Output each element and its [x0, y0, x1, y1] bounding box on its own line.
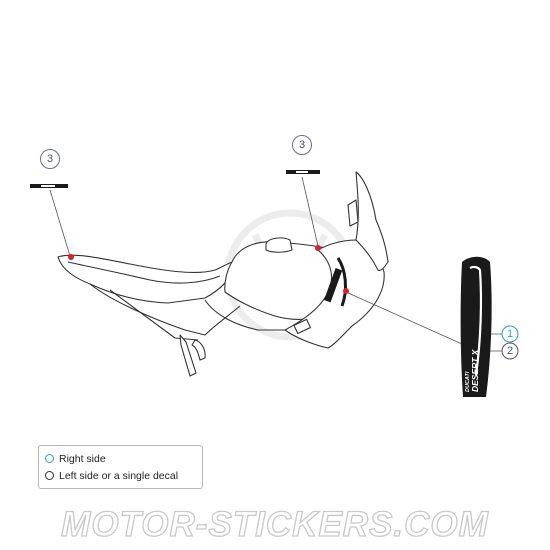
callout-left-side: 2: [501, 342, 519, 360]
front-fairing: [355, 171, 389, 272]
marker-seat: [68, 254, 74, 260]
callout-left-decal-number: 3: [47, 153, 53, 165]
decal-brand-text: DUCATI: [465, 371, 471, 392]
side-panel-mini-decal: [324, 268, 343, 303]
fuel-cap: [265, 237, 293, 253]
motorcycle-outline: [57, 171, 389, 377]
legend-left-side-icon: [45, 471, 54, 480]
legend-right-side-icon: [45, 454, 54, 463]
leader-line-left-decal: [49, 189, 71, 257]
side-decal-desert-x: DESERT X DUCATI: [460, 256, 492, 397]
side-panel-stripe: [336, 257, 347, 307]
legend-left-side-label: Left side or a single decal: [59, 469, 179, 482]
callout-right-side: 1: [501, 325, 519, 343]
leader-line-side-decal: [345, 291, 463, 345]
callout-top-decal: 3: [286, 135, 320, 174]
marker-tank-top: [315, 245, 321, 251]
leader-line-top-decal: [301, 176, 319, 247]
windscreen-bracket: [347, 199, 359, 227]
rear-subframe: [109, 289, 199, 341]
legend-right-side-label: Right side: [59, 452, 106, 465]
callout-left-decal: 3: [30, 149, 68, 188]
engine-guard: [204, 299, 285, 331]
footpeg-bracket: [191, 339, 206, 361]
decal-model-text: DESERT X: [470, 348, 480, 392]
side-stand: [179, 334, 197, 377]
small-panel: [293, 318, 312, 335]
watermark: MOTOR-STICKERS.COM: [61, 504, 489, 544]
legend-box: Right side Left side or a single decal: [38, 445, 203, 489]
seat-line: [67, 261, 221, 284]
callout-right-side-number: 1: [507, 328, 513, 340]
legend-row-left-side: Left side or a single decal: [45, 467, 196, 484]
callout-top-decal-number: 3: [299, 139, 305, 151]
frame-outline: [89, 283, 241, 336]
legend-row-right-side: Right side: [45, 450, 196, 467]
location-markers: [68, 245, 349, 294]
marker-side-panel: [343, 288, 349, 294]
callout-left-side-number: 2: [507, 345, 513, 357]
